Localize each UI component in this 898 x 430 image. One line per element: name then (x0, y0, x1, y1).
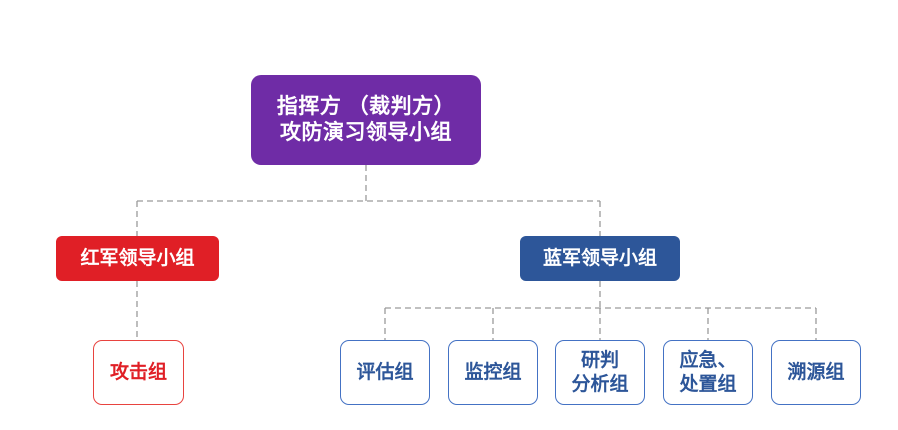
node-blue-team-leadership-group[interactable]: 蓝军领导小组 (520, 236, 680, 281)
node-monitoring-group[interactable]: 监控组 (448, 340, 538, 405)
node-judgment-analysis-group[interactable]: 研判 分析组 (555, 340, 645, 405)
node-traceback-group[interactable]: 溯源组 (771, 340, 861, 405)
node-command-judging-leadership-group[interactable]: 指挥方 （裁判方） 攻防演习领导小组 (251, 75, 481, 165)
node-red-team-leadership-group[interactable]: 红军领导小组 (56, 236, 219, 281)
node-attack-group[interactable]: 攻击组 (93, 340, 184, 405)
node-emergency-response-group[interactable]: 应急、 处置组 (663, 340, 753, 405)
node-assessment-group[interactable]: 评估组 (340, 340, 430, 405)
